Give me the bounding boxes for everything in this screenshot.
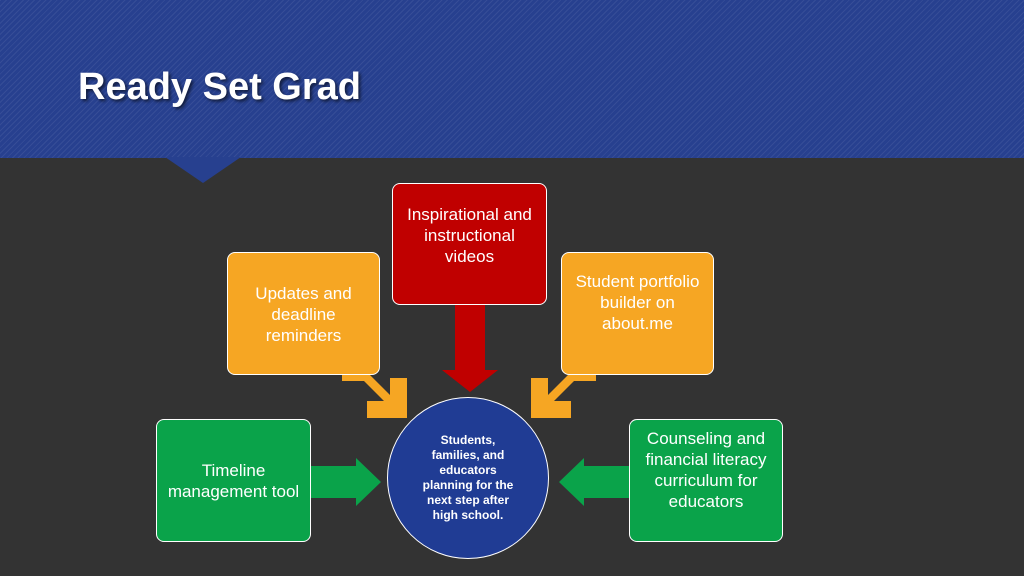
box-updates-reminders: Updates and deadline reminders (227, 252, 380, 375)
box-portfolio-label: Student portfolio builder on about.me (575, 272, 700, 333)
box-counseling-curriculum: Counseling and financial literacy curric… (629, 419, 783, 542)
box-timeline-tool: Timeline management tool (156, 419, 311, 542)
arrow-left-from-counseling (559, 458, 629, 506)
box-videos-label: Inspirational and instructional videos (407, 205, 532, 266)
center-circle: Students, families, and educators planni… (387, 397, 549, 559)
box-counseling-label: Counseling and financial literacy curric… (645, 429, 767, 511)
arrow-from-portfolio (531, 375, 596, 418)
slide-title: Ready Set Grad (78, 66, 361, 108)
arrow-down-from-videos (442, 305, 498, 392)
banner-notch (165, 157, 241, 183)
box-updates-label: Updates and deadline reminders (255, 284, 352, 345)
arrow-right-from-timeline (311, 458, 381, 506)
center-circle-label: Students, families, and educators planni… (422, 433, 514, 522)
box-portfolio-builder: Student portfolio builder on about.me (561, 252, 714, 375)
arrow-from-updates (342, 375, 407, 418)
box-timeline-label: Timeline management tool (167, 460, 300, 501)
box-videos: Inspirational and instructional videos (392, 183, 547, 305)
title-banner (0, 0, 1024, 158)
